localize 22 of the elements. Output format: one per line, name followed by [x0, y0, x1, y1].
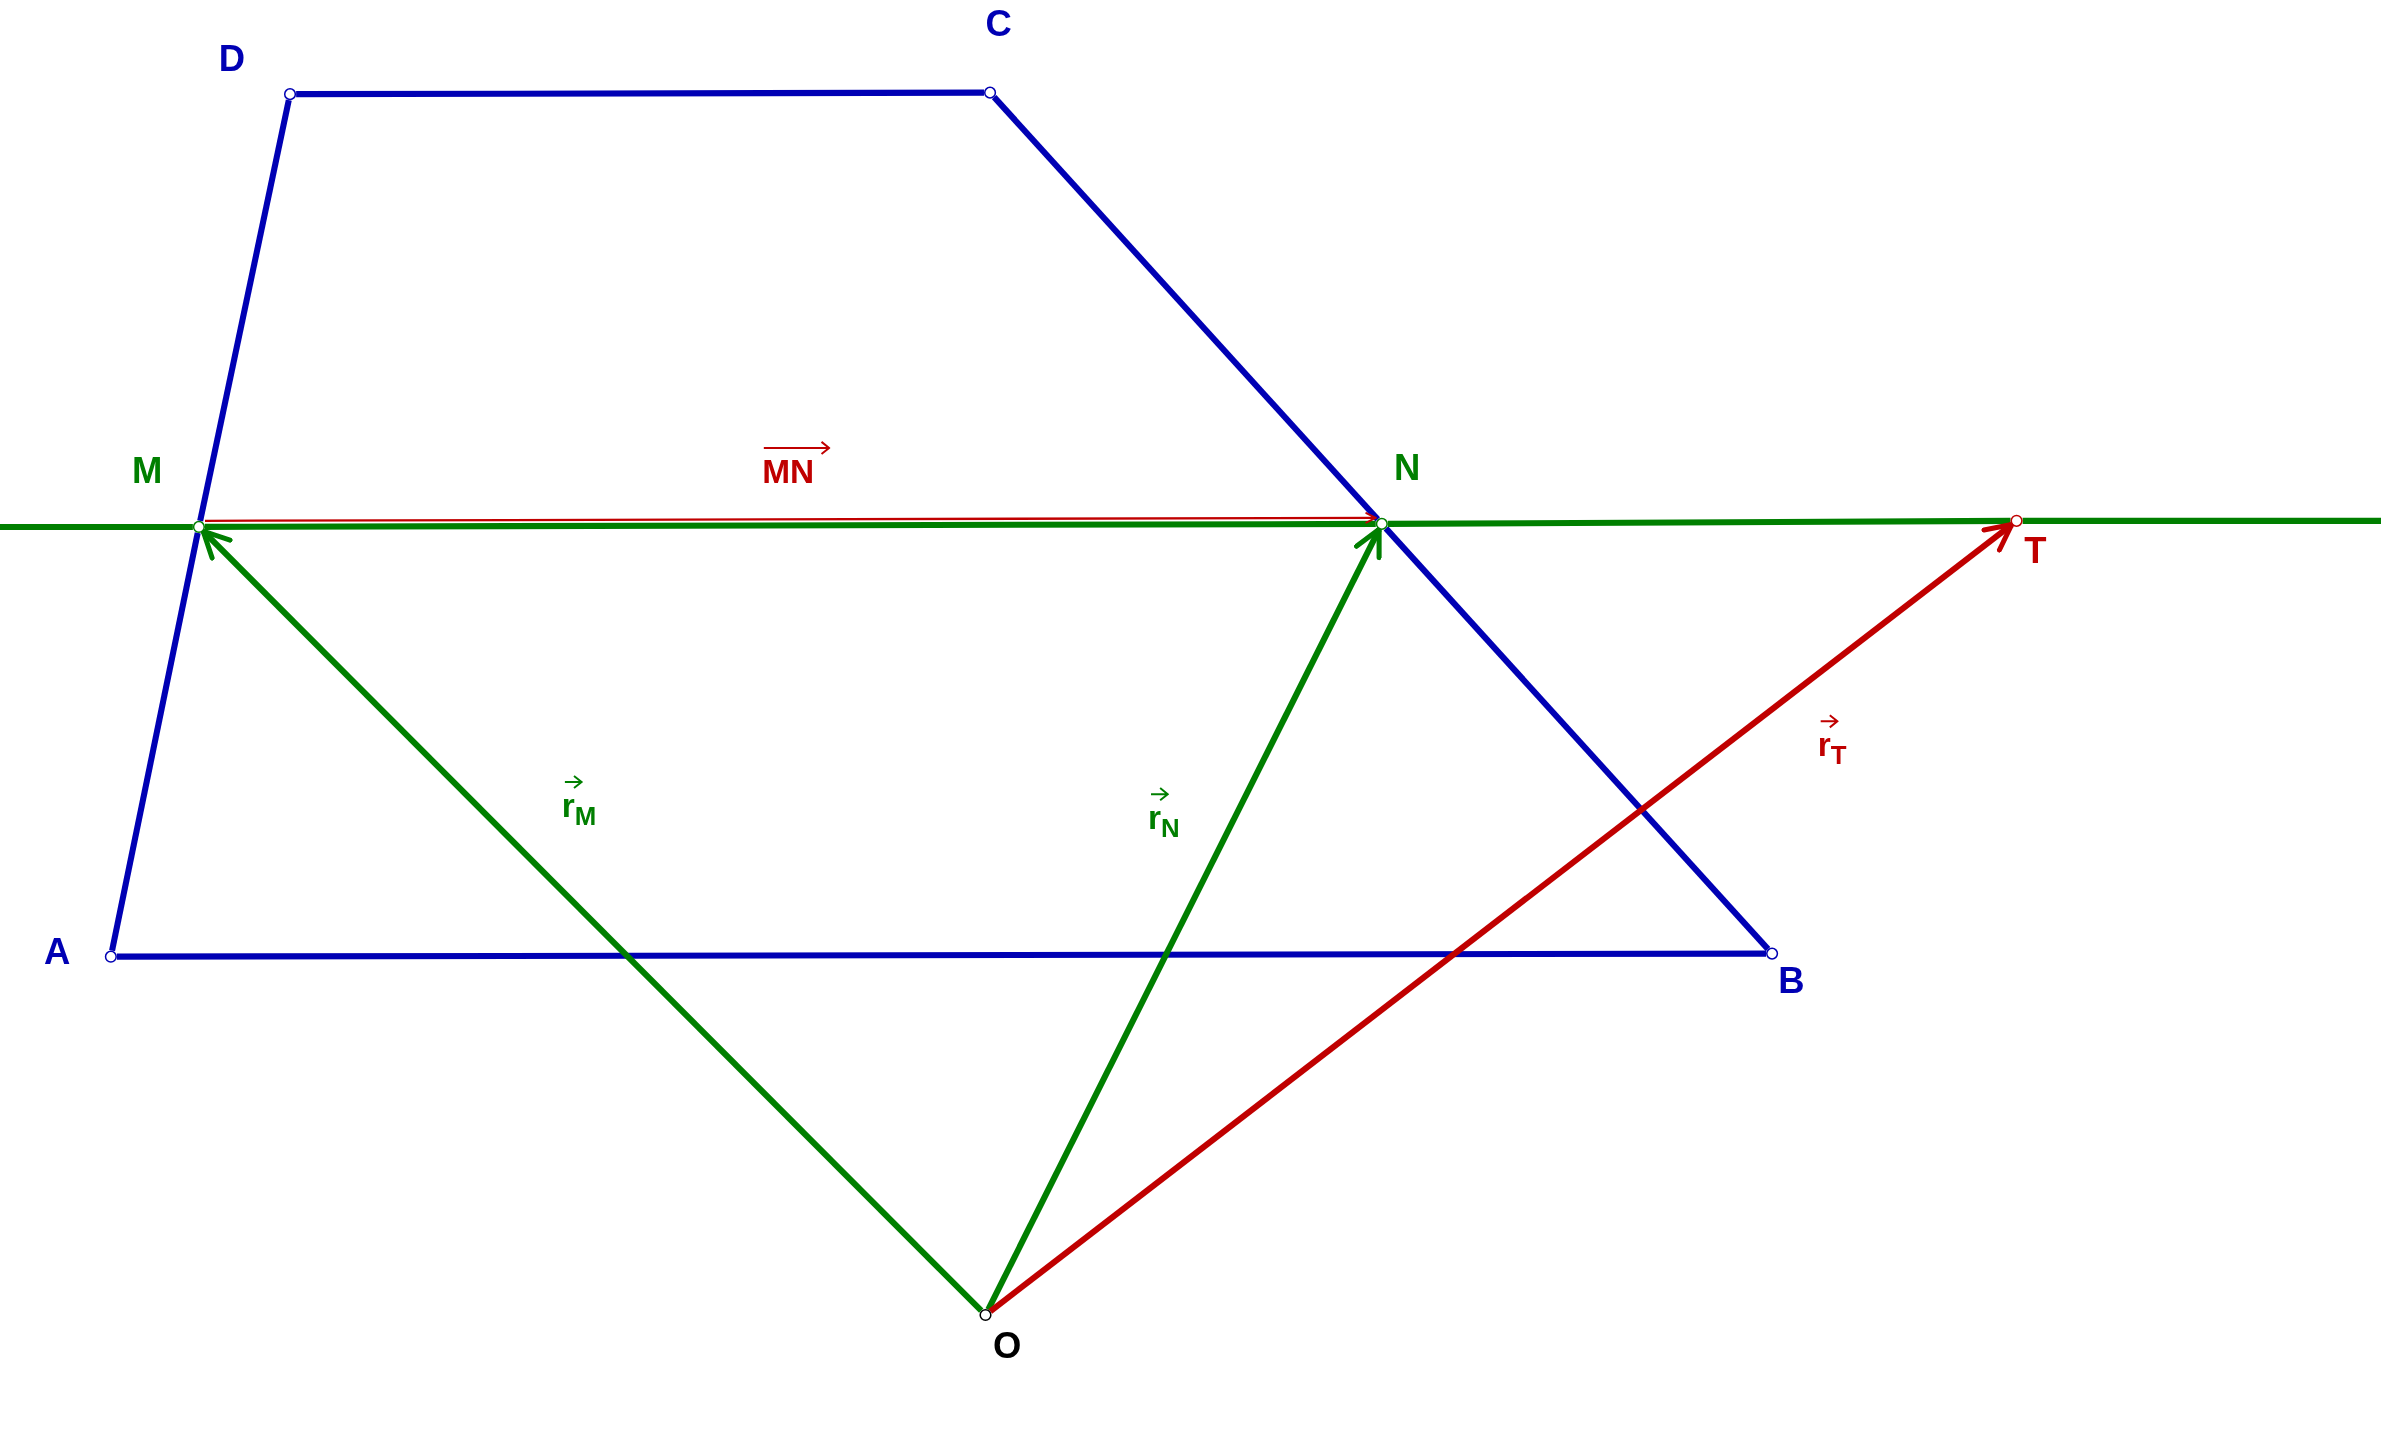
point-label: C [985, 6, 1012, 43]
point-label: M [132, 452, 163, 489]
vector-arrow [200, 528, 984, 1313]
line-segment [991, 95, 1380, 522]
point-label: D [218, 41, 245, 78]
vector-arrow [988, 522, 2015, 1314]
line-segment [0, 523, 193, 530]
point-label: N [1394, 449, 1421, 486]
vector-arrow [985, 526, 1382, 1311]
line-segment [109, 532, 201, 952]
point-label: B [1778, 962, 1805, 1000]
vector-arrow [205, 512, 1377, 524]
line-segment [197, 99, 292, 522]
line-segment [205, 520, 1376, 530]
line-segment [2022, 517, 2381, 524]
point-label: O [993, 1327, 1022, 1364]
line-segment [1383, 526, 1771, 952]
point-label: T [2024, 533, 2047, 570]
line-segment [296, 89, 984, 98]
line-segment [116, 950, 1767, 960]
point-label: A [44, 933, 71, 971]
line-segment [1387, 517, 2011, 527]
